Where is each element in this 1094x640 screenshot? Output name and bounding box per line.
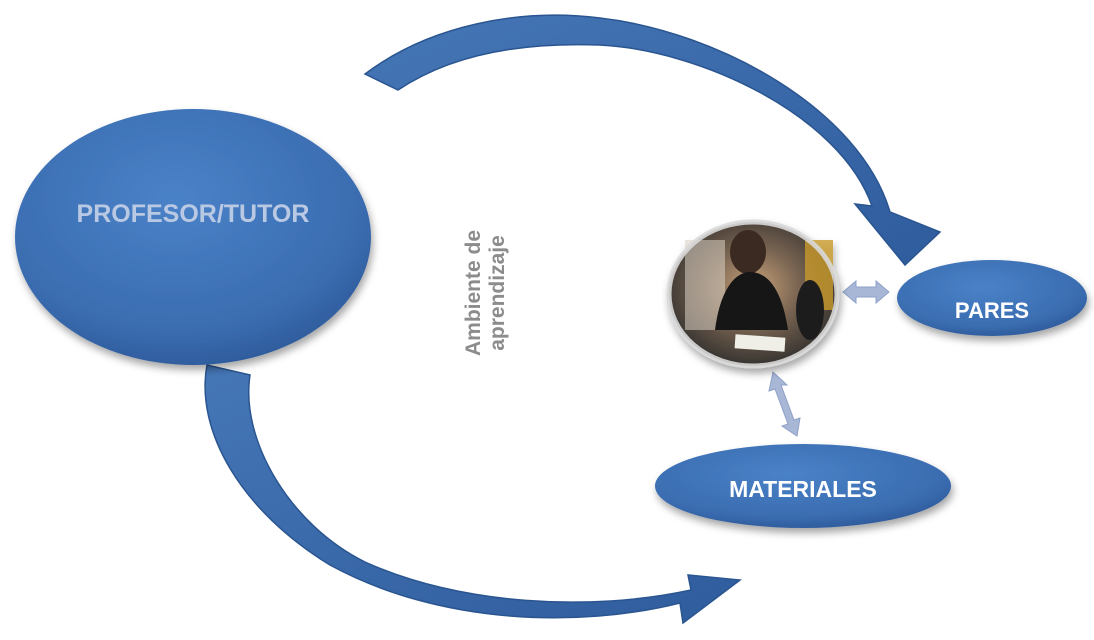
teacher-label: PROFESOR/TUTOR (77, 200, 310, 228)
environment-label-line2: aprendizaje (486, 235, 509, 351)
arrow-teacher-to-environment (204, 364, 742, 625)
teacher-node (15, 109, 371, 365)
materials-node (655, 444, 951, 528)
connector-student-peers (842, 279, 890, 305)
arrow-teacher-to-peers (363, 14, 942, 267)
peers-node (897, 260, 1087, 336)
environment-label-line1: Ambiente de (462, 229, 485, 357)
peers-label: PARES (955, 298, 1029, 323)
materials-label: MATERIALES (729, 476, 877, 502)
connector-student-materials (768, 371, 801, 437)
student-photo (666, 219, 840, 369)
environment-label: Ambiente de aprendizaje (446, 208, 526, 378)
